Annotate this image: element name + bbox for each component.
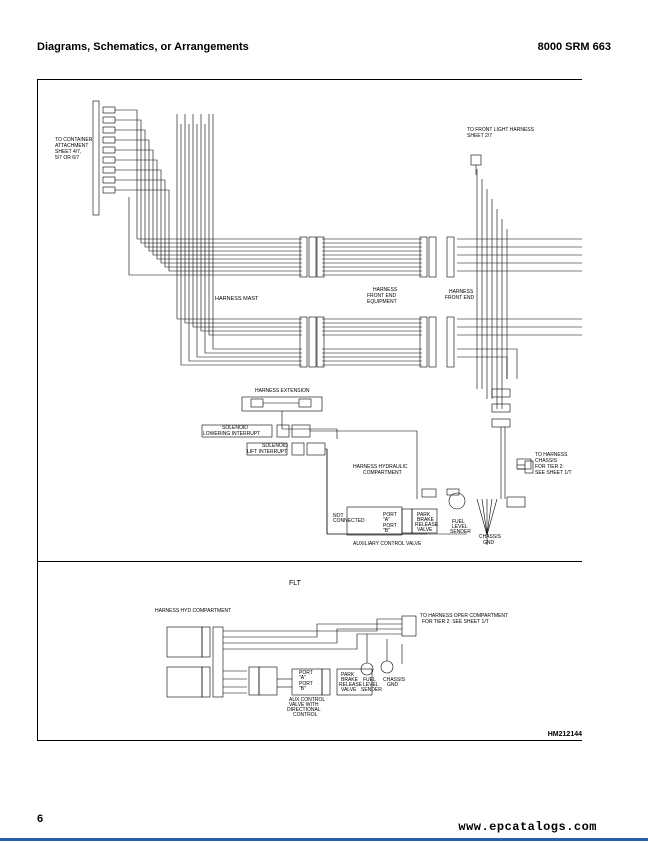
front-end-equip-label-3: EQUIPMENT: [367, 299, 397, 305]
document-id: 8000 SRM 663: [537, 41, 611, 53]
bottom-gnd-2: GND: [387, 682, 399, 688]
bottom-fuel-1: FUEL: [363, 677, 376, 683]
fuel-sender-2: LEVEL: [452, 524, 468, 530]
bottom-aux-4: CONTROL: [293, 712, 318, 718]
flt-label: FLT: [289, 580, 302, 587]
footer-rule: [0, 838, 648, 841]
container-label-2: ATTACHMENT: [55, 143, 88, 149]
bottom-gnd-1: CHASSIS: [383, 677, 406, 683]
harness-chassis-connector: [517, 460, 534, 474]
container-label-1: TO CONTAINER: [55, 137, 93, 143]
solenoid-lift-label-1: SOLENOID: [262, 443, 288, 449]
to-harness-chassis-4: SEE SHEET 1/T: [535, 470, 572, 476]
to-harness-chassis-3: FOR TIER 2:: [535, 464, 564, 470]
park-brake-2: BRAKE: [417, 517, 435, 523]
front-end-label-1: HARNESS: [449, 289, 474, 295]
wire-right-verticals: [476, 169, 508, 409]
solenoid-lowering-label-1: SOLENOID: [222, 425, 248, 431]
bottom-park-3: RELEASE: [339, 682, 363, 688]
front-end-label-2: FRONT END: [445, 295, 474, 301]
solenoid-lowering-label-2: LOWERING INTERRUPT: [203, 431, 260, 437]
park-brake-4: VALVE: [417, 527, 433, 533]
bottom-port-a-1: PORT: [299, 670, 313, 676]
harness-extension: [241, 396, 338, 439]
bottom-aux-1: AUX CONTROL: [289, 697, 325, 703]
to-harness-oper-1: TO HARNESS OPER COMPARTMENT: [420, 613, 508, 619]
bottom-wiring: [166, 615, 417, 698]
container-label-4: 5/7 OR 6/7: [55, 155, 79, 161]
fuel-sender-1: FUEL: [452, 519, 465, 525]
park-brake-1: PARK: [417, 512, 431, 518]
bottom-fuel-3: SENDER: [361, 687, 382, 693]
bottom-fuel-2: LEVEL: [363, 682, 379, 688]
port-b-2: "B": [383, 528, 390, 534]
harness-hyd-compartment-label: HARNESS HYD COMPARTMENT: [155, 608, 231, 614]
figure-code: HM212144: [547, 731, 582, 738]
bottom-port-b-2: "B": [299, 686, 306, 692]
container-label-3: SHEET 4/7,: [55, 149, 81, 155]
bottom-park-2: BRAKE: [341, 677, 359, 683]
chassis-gnd-2: GND: [483, 540, 495, 546]
harness-extension-label: HARNESS EXTENSION: [255, 388, 310, 394]
front-end-equip-label-1: HARNESS: [373, 287, 398, 293]
section-title: Diagrams, Schematics, or Arrangements: [37, 41, 249, 53]
port-a-1: PORT: [383, 512, 397, 518]
chassis-ground-fan: [476, 496, 526, 545]
to-harness-chassis-1: TO HARNESS: [535, 452, 568, 458]
front-light-label-2: SHEET 2/7: [467, 133, 492, 139]
harness-mast-label: HARNESS MAST: [215, 296, 259, 302]
site-url[interactable]: www.epcatalogs.com: [458, 820, 597, 834]
right-connector-stack: [491, 388, 532, 499]
not-connected-2: CONNECTED: [333, 518, 365, 524]
bottom-aux-2: VALVE WITH: [289, 702, 319, 708]
park-brake-3: RELEASE: [415, 522, 439, 528]
hydraulic-compartment: [326, 449, 467, 536]
to-harness-oper-2: FOR TIER 2: SEE SHEET 1/T: [422, 619, 489, 625]
front-light-connector: [470, 154, 482, 175]
bottom-park-4: VALVE: [341, 687, 357, 693]
hydraulic-label-2: COMPARTMENT: [363, 470, 402, 476]
connector-blocks-mid: [299, 236, 455, 368]
bottom-port-b-1: PORT: [299, 681, 313, 687]
port-b-1: PORT: [383, 523, 397, 529]
diagram-frame: [37, 79, 582, 741]
front-end-equip-label-2: FRONT END: [367, 293, 396, 299]
bottom-park-1: PARK: [341, 672, 355, 678]
diagram-divider: [37, 561, 582, 562]
solenoid-lift-label-2: LIFT INTERRUPT: [247, 449, 287, 455]
not-connected-1: NOT: [333, 513, 344, 519]
bottom-port-a-2: "A": [299, 675, 306, 681]
hydraulic-label-1: HARNESS HYDRAULIC: [353, 464, 408, 470]
port-a-2: "A": [383, 517, 390, 523]
container-connector: [92, 100, 116, 216]
bottom-aux-3: DIRECTIONAL: [287, 707, 321, 713]
front-light-label-1: TO FRONT LIGHT HARNESS: [467, 127, 535, 133]
chassis-gnd-1: CHASSIS: [479, 534, 502, 540]
aux-valve-label: AUXILIARY CONTROL VALVE: [353, 541, 422, 547]
to-harness-chassis-2: CHASSIS: [535, 458, 558, 464]
wire-bundle-upper: [115, 109, 582, 276]
fuel-sender-3: SENDER: [450, 529, 471, 535]
wiring-schematic: TO CONTAINER ATTACHMENT SHEET 4/7, 5/7 O…: [55, 100, 582, 718]
wire-bundle-lower: [176, 114, 582, 379]
page-number: 6: [37, 813, 44, 825]
